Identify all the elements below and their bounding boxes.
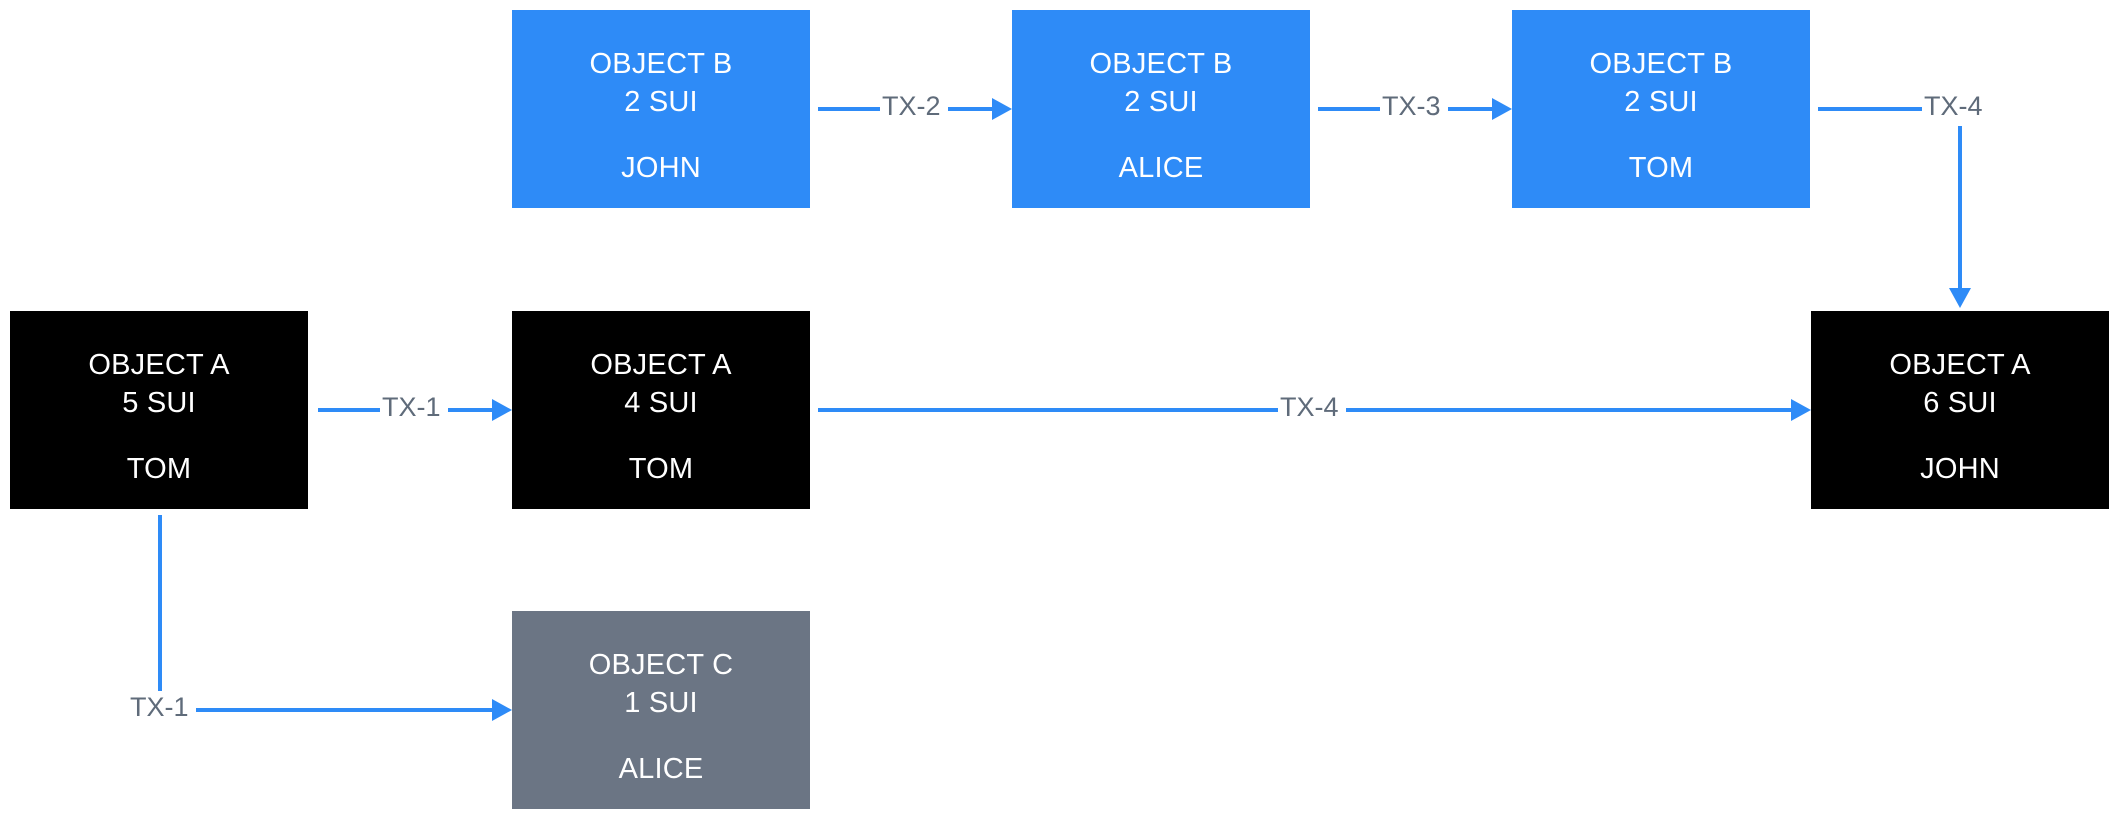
node-owner-label: ALICE xyxy=(618,753,704,785)
edge-tx3-arrowhead xyxy=(1492,98,1512,120)
node-object-a-john-6[interactable]: OBJECT A 6 SUI JOHN xyxy=(1811,311,2109,509)
edge-tx1-a-line-right xyxy=(448,408,494,412)
node-object-label: OBJECT B xyxy=(589,48,733,80)
edge-tx3-label: TX-3 xyxy=(1380,91,1443,121)
edge-tx4-b-line-horizontal xyxy=(1818,107,1922,111)
edge-tx1-c-line-vertical xyxy=(158,515,162,691)
edge-tx2-line-right xyxy=(948,107,994,111)
node-object-label: OBJECT A xyxy=(590,349,732,381)
node-amount-label: 2 SUI xyxy=(624,86,698,118)
node-owner-label: JOHN xyxy=(621,152,701,184)
node-object-a-tom-5[interactable]: OBJECT A 5 SUI TOM xyxy=(10,311,308,509)
node-amount-label: 1 SUI xyxy=(624,687,698,719)
edge-tx4-b-label: TX-4 xyxy=(1922,91,1985,121)
edge-tx2-label: TX-2 xyxy=(880,91,943,121)
edge-tx1-c-line-horizontal xyxy=(196,708,494,712)
edge-tx4-b-arrowhead xyxy=(1949,288,1971,308)
edge-tx3-line-left xyxy=(1318,107,1380,111)
node-owner-label: JOHN xyxy=(1920,453,2000,485)
node-object-label: OBJECT A xyxy=(1889,349,2031,381)
node-object-b-alice[interactable]: OBJECT B 2 SUI ALICE xyxy=(1012,10,1310,208)
node-object-label: OBJECT C xyxy=(588,649,734,681)
node-amount-label: 2 SUI xyxy=(1124,86,1198,118)
node-object-b-tom[interactable]: OBJECT B 2 SUI TOM xyxy=(1512,10,1810,208)
edge-tx4-a-label: TX-4 xyxy=(1278,392,1341,422)
node-object-label: OBJECT A xyxy=(88,349,230,381)
edge-tx2-line-left xyxy=(818,107,880,111)
node-owner-label: ALICE xyxy=(1118,152,1204,184)
edge-tx3-line-right xyxy=(1448,107,1494,111)
edge-tx1-a-arrowhead xyxy=(492,399,512,421)
edge-tx2-arrowhead xyxy=(992,98,1012,120)
edge-tx4-a-line-left xyxy=(818,408,1278,412)
node-owner-label: TOM xyxy=(126,453,192,485)
edge-tx1-c-label: TX-1 xyxy=(128,692,191,722)
node-object-b-john[interactable]: OBJECT B 2 SUI JOHN xyxy=(512,10,810,208)
node-owner-label: TOM xyxy=(1628,152,1694,184)
node-amount-label: 2 SUI xyxy=(1624,86,1698,118)
node-owner-label: TOM xyxy=(628,453,694,485)
edge-tx4-b-line-vertical xyxy=(1958,126,1962,290)
edge-tx4-a-line-right xyxy=(1346,408,1792,412)
edge-tx4-a-arrowhead xyxy=(1791,399,1811,421)
node-amount-label: 4 SUI xyxy=(624,387,698,419)
node-amount-label: 5 SUI xyxy=(122,387,196,419)
node-object-a-tom-4[interactable]: OBJECT A 4 SUI TOM xyxy=(512,311,810,509)
node-object-c-alice[interactable]: OBJECT C 1 SUI ALICE xyxy=(512,611,810,809)
node-object-label: OBJECT B xyxy=(1589,48,1733,80)
node-amount-label: 6 SUI xyxy=(1923,387,1997,419)
node-object-label: OBJECT B xyxy=(1089,48,1233,80)
edge-tx1-c-arrowhead xyxy=(492,699,512,721)
edge-tx1-a-line-left xyxy=(318,408,380,412)
edge-tx1-a-label: TX-1 xyxy=(380,392,443,422)
